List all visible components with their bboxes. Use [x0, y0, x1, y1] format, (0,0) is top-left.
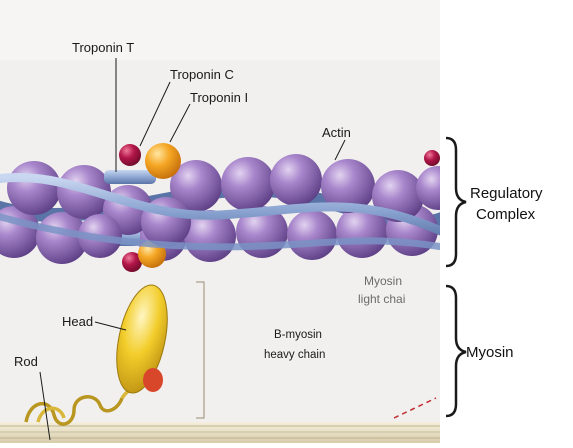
label-heavy-chain-line2: heavy chain — [264, 349, 325, 361]
label-regulatory-line2: Complex — [476, 206, 536, 223]
label-troponin-i: Troponin I — [190, 90, 248, 105]
label-troponin-c: Troponin C — [170, 67, 234, 82]
label-actin: Actin — [322, 125, 351, 140]
illustration-top-fade — [0, 0, 440, 60]
label-myosin: Myosin — [466, 344, 514, 361]
label-myosin-light-line2: light chai — [358, 292, 405, 306]
label-myosin-light-line1: Myosin — [364, 274, 402, 288]
label-rod: Rod — [14, 354, 38, 369]
myosin-brace — [446, 286, 466, 416]
label-regulatory-line1: Regulatory — [470, 185, 543, 202]
label-head: Head — [62, 314, 93, 329]
regulatory-complex-brace — [446, 138, 466, 266]
label-troponin-t: Troponin T — [72, 40, 134, 55]
label-heavy-chain-line1: B-myosin — [274, 329, 322, 341]
